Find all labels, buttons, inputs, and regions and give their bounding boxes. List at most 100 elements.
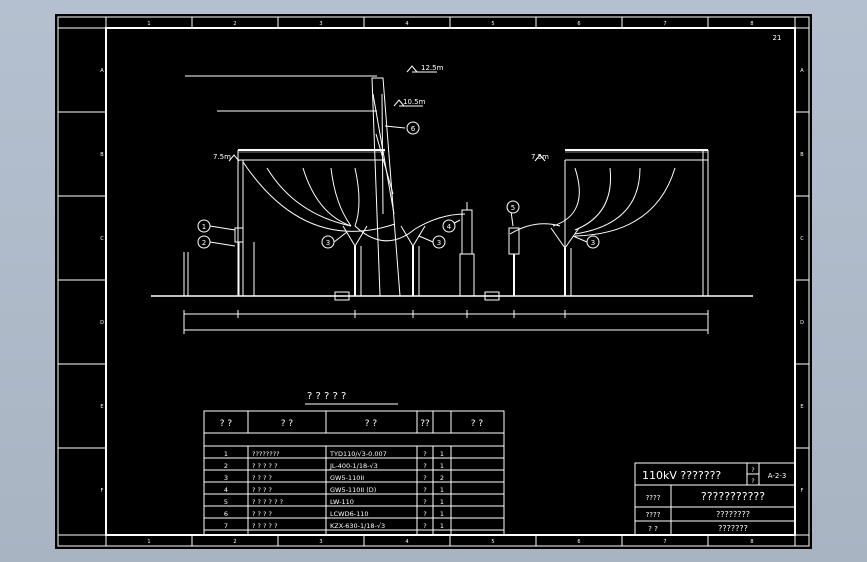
title-value: ??????? (718, 524, 748, 533)
callout-marker (586, 235, 600, 249)
table-cell: 1 (440, 462, 444, 470)
zone-number: 7 (663, 539, 666, 545)
callout-label: 3 (326, 239, 330, 247)
table-header: ? ? (471, 419, 484, 429)
table-cell: 7 (224, 522, 228, 530)
callout-label: 3 (591, 239, 595, 247)
title-label: ? ? (648, 525, 658, 533)
circuit-breaker (461, 209, 473, 255)
zone-number: 6 (577, 539, 580, 545)
table-cell: ? (423, 450, 426, 458)
cad-viewport[interactable]: 1 2 3 4 5 6 7 8 1 2 3 4 5 6 7 8 A B C D … (55, 14, 812, 549)
table-cell: ? (423, 474, 426, 482)
zone-number: 1 (147, 21, 150, 27)
table-cell: 4 (224, 486, 228, 494)
callout-marker (406, 121, 420, 135)
zone-number: 4 (405, 539, 408, 545)
zone-letter: A (800, 68, 804, 74)
table-cell: ? ? ? ? ? ? (252, 498, 283, 506)
equipment-table (203, 410, 505, 536)
table-cell: 5 (224, 498, 228, 506)
title-drawing-no: A-2-3 (768, 472, 787, 480)
table-cell: ? (423, 486, 426, 494)
callout-label: 1 (202, 223, 206, 231)
elevation-label: 12.5m (421, 64, 444, 72)
table-cell: ? ? ? ? (252, 474, 272, 482)
table-cell: 1 (440, 522, 444, 530)
zone-number: 3 (319, 21, 322, 27)
table-cell: 3 (224, 474, 228, 482)
table-cell: 1 (224, 450, 228, 458)
callout-marker (321, 235, 335, 249)
lattice-tower (371, 77, 401, 297)
callout-marker (442, 219, 456, 233)
callout-label: 2 (202, 239, 206, 247)
table-cell: ???????? (252, 450, 280, 458)
zone-number: 5 (491, 539, 494, 545)
zone-number: 4 (405, 21, 408, 27)
substation-elevation (151, 65, 753, 334)
zone-letter: F (801, 488, 804, 494)
callout-marker (197, 219, 211, 233)
zone-number: 7 (663, 21, 666, 27)
table-header: ?? (420, 419, 430, 429)
table-cell: GW5-110II (D) (330, 486, 376, 494)
table-header: ? ? (365, 419, 378, 429)
title-value: ???????? (716, 510, 750, 519)
table-section-title: ? ? ? ? ? (307, 391, 346, 402)
elevation-label: 7.5m (531, 153, 549, 161)
zone-number: 2 (233, 21, 236, 27)
title-label: ???? (646, 511, 661, 519)
table-cell: ? (423, 510, 426, 518)
callout-label: 6 (411, 125, 416, 133)
table-cell: 6 (224, 510, 228, 518)
title-fraction-top: ? (751, 467, 754, 474)
table-cell: 1 (440, 450, 444, 458)
callout-marker (197, 235, 211, 249)
table-cell: TYD110/√3-0.007 (329, 450, 387, 458)
zone-letter: D (100, 320, 104, 326)
table-cell: ? ? ? ? (252, 510, 272, 518)
sheet-number: 21 (773, 34, 782, 42)
table-cell: ? (423, 522, 426, 530)
table-cell: JL-400-1/18-√3 (329, 462, 378, 470)
zone-letter: D (800, 320, 804, 326)
cad-drawing[interactable]: 1 2 3 4 5 6 7 8 1 2 3 4 5 6 7 8 A B C D … (55, 14, 812, 549)
zone-ticks (58, 17, 809, 546)
zone-letter: A (100, 68, 104, 74)
table-cell: GW5-110II (330, 474, 364, 482)
zone-number: 6 (577, 21, 580, 27)
voltage-transformer (234, 227, 244, 243)
table-cell: ? (423, 462, 426, 470)
zone-letter: E (800, 404, 803, 410)
callout-label: 3 (437, 239, 441, 247)
table-cell: ? ? ? ? ? (252, 522, 278, 530)
zone-number: 3 (319, 539, 322, 545)
table-cell: KZX-630-1/18-√3 (330, 522, 385, 530)
zone-letter: F (101, 488, 104, 494)
callout-label: 4 (447, 223, 452, 231)
zone-letter: C (100, 236, 104, 242)
table-cell: LW-110 (330, 498, 354, 506)
table-cell: 1 (440, 486, 444, 494)
title-fraction-bottom: ? (751, 478, 754, 485)
zone-number: 8 (750, 21, 753, 27)
title-block (634, 462, 796, 536)
zone-number: 1 (147, 539, 150, 545)
sheet-outer-border (57, 16, 810, 547)
callout-marker (432, 235, 446, 249)
table-cell: ? ? ? ? ? (252, 462, 278, 470)
callout-label: 5 (511, 204, 515, 212)
title-project: 110kV ??????? (642, 469, 721, 482)
table-header: ? ? (281, 419, 294, 429)
zone-letter: E (100, 404, 103, 410)
callout-marker (506, 200, 520, 214)
zone-number: 5 (491, 21, 494, 27)
title-value: ??????????? (701, 490, 765, 503)
table-header: ? ? (220, 419, 233, 429)
table-cell: 2 (440, 474, 444, 482)
zone-number: 8 (750, 539, 753, 545)
table-cell: ? ? ? ? (252, 486, 272, 494)
table-cell: 1 (440, 510, 444, 518)
zone-number: 2 (233, 539, 236, 545)
